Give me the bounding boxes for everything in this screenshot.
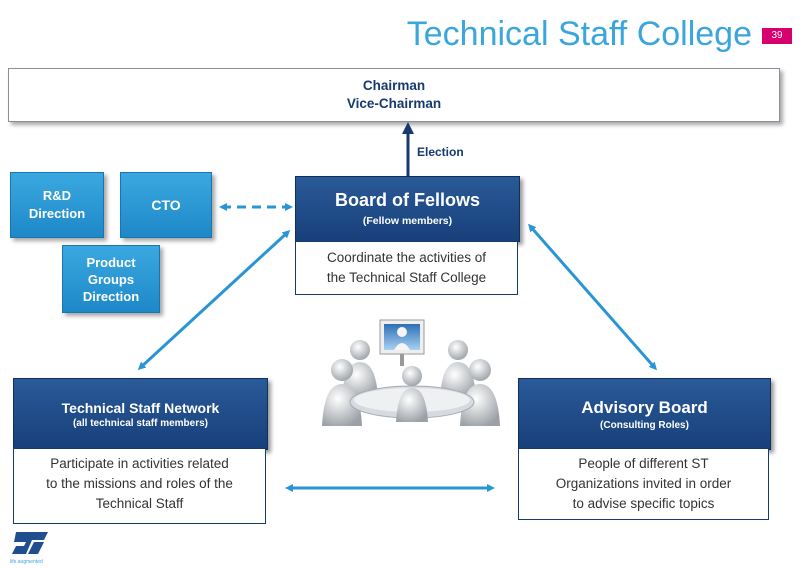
election-label: Election (417, 145, 464, 159)
advisory-board-subtitle: (Consulting Roles) (600, 420, 689, 431)
pg-line1: Product (86, 254, 136, 270)
board-of-fellows-description: Coordinate the activities of the Technic… (295, 241, 518, 295)
cto-label: CTO (151, 197, 181, 213)
page-number: 39 (762, 28, 792, 44)
product-groups-direction-box: Product Groups Direction (62, 245, 160, 313)
tsn-desc-line1: Participate in activities related (50, 456, 229, 471)
bof-desc-line1: Coordinate the activities of (326, 250, 487, 265)
rd-line2: Direction (28, 206, 86, 221)
bof-desc-line2: the Technical Staff College (326, 270, 487, 285)
chairman-box: Chairman Vice-Chairman (8, 68, 780, 122)
tsn-desc-line2: to the missions and roles of the (46, 476, 233, 491)
technical-staff-network-title: Technical Staff Network (61, 400, 220, 416)
bof-tsn-arrow (137, 229, 291, 371)
vice-chairman-label: Vice-Chairman (346, 96, 442, 111)
board-of-fellows-header: Board of Fellows (Fellow members) (295, 176, 520, 242)
board-of-fellows-subtitle: (Fellow members) (362, 215, 453, 227)
technical-staff-network-description: Participate in activities related to the… (13, 448, 266, 524)
ab-desc-line1: People of different ST (578, 456, 709, 471)
st-tagline: life.augmented (10, 559, 43, 565)
pg-line2: Groups (87, 271, 135, 287)
technical-staff-network-subtitle: (all technical staff members) (72, 418, 209, 429)
rd-line1: R&D (42, 188, 72, 203)
bof-ab-arrow (528, 223, 657, 371)
st-logo-icon (12, 532, 48, 554)
chairman-label: Chairman (362, 78, 426, 93)
ab-desc-line2: Organizations invited in order (555, 476, 732, 491)
advisory-board-description: People of different ST Organizations inv… (518, 448, 769, 520)
ab-desc-line3: to advise specific topics (572, 496, 715, 511)
advisory-board-title: Advisory Board (581, 398, 708, 417)
rd-direction-box: R&D Direction (10, 172, 104, 238)
pg-line3: Direction (82, 288, 140, 304)
tsn-desc-line3: Technical Staff (95, 496, 184, 511)
page-title: Technical Staff College (406, 15, 752, 53)
cto-box: CTO (120, 172, 212, 238)
meeting-table-clipart-icon (322, 319, 500, 426)
advisory-board-header: Advisory Board (Consulting Roles) (518, 378, 771, 450)
board-of-fellows-title: Board of Fellows (334, 190, 480, 210)
technical-staff-network-header: Technical Staff Network (all technical s… (13, 378, 268, 450)
